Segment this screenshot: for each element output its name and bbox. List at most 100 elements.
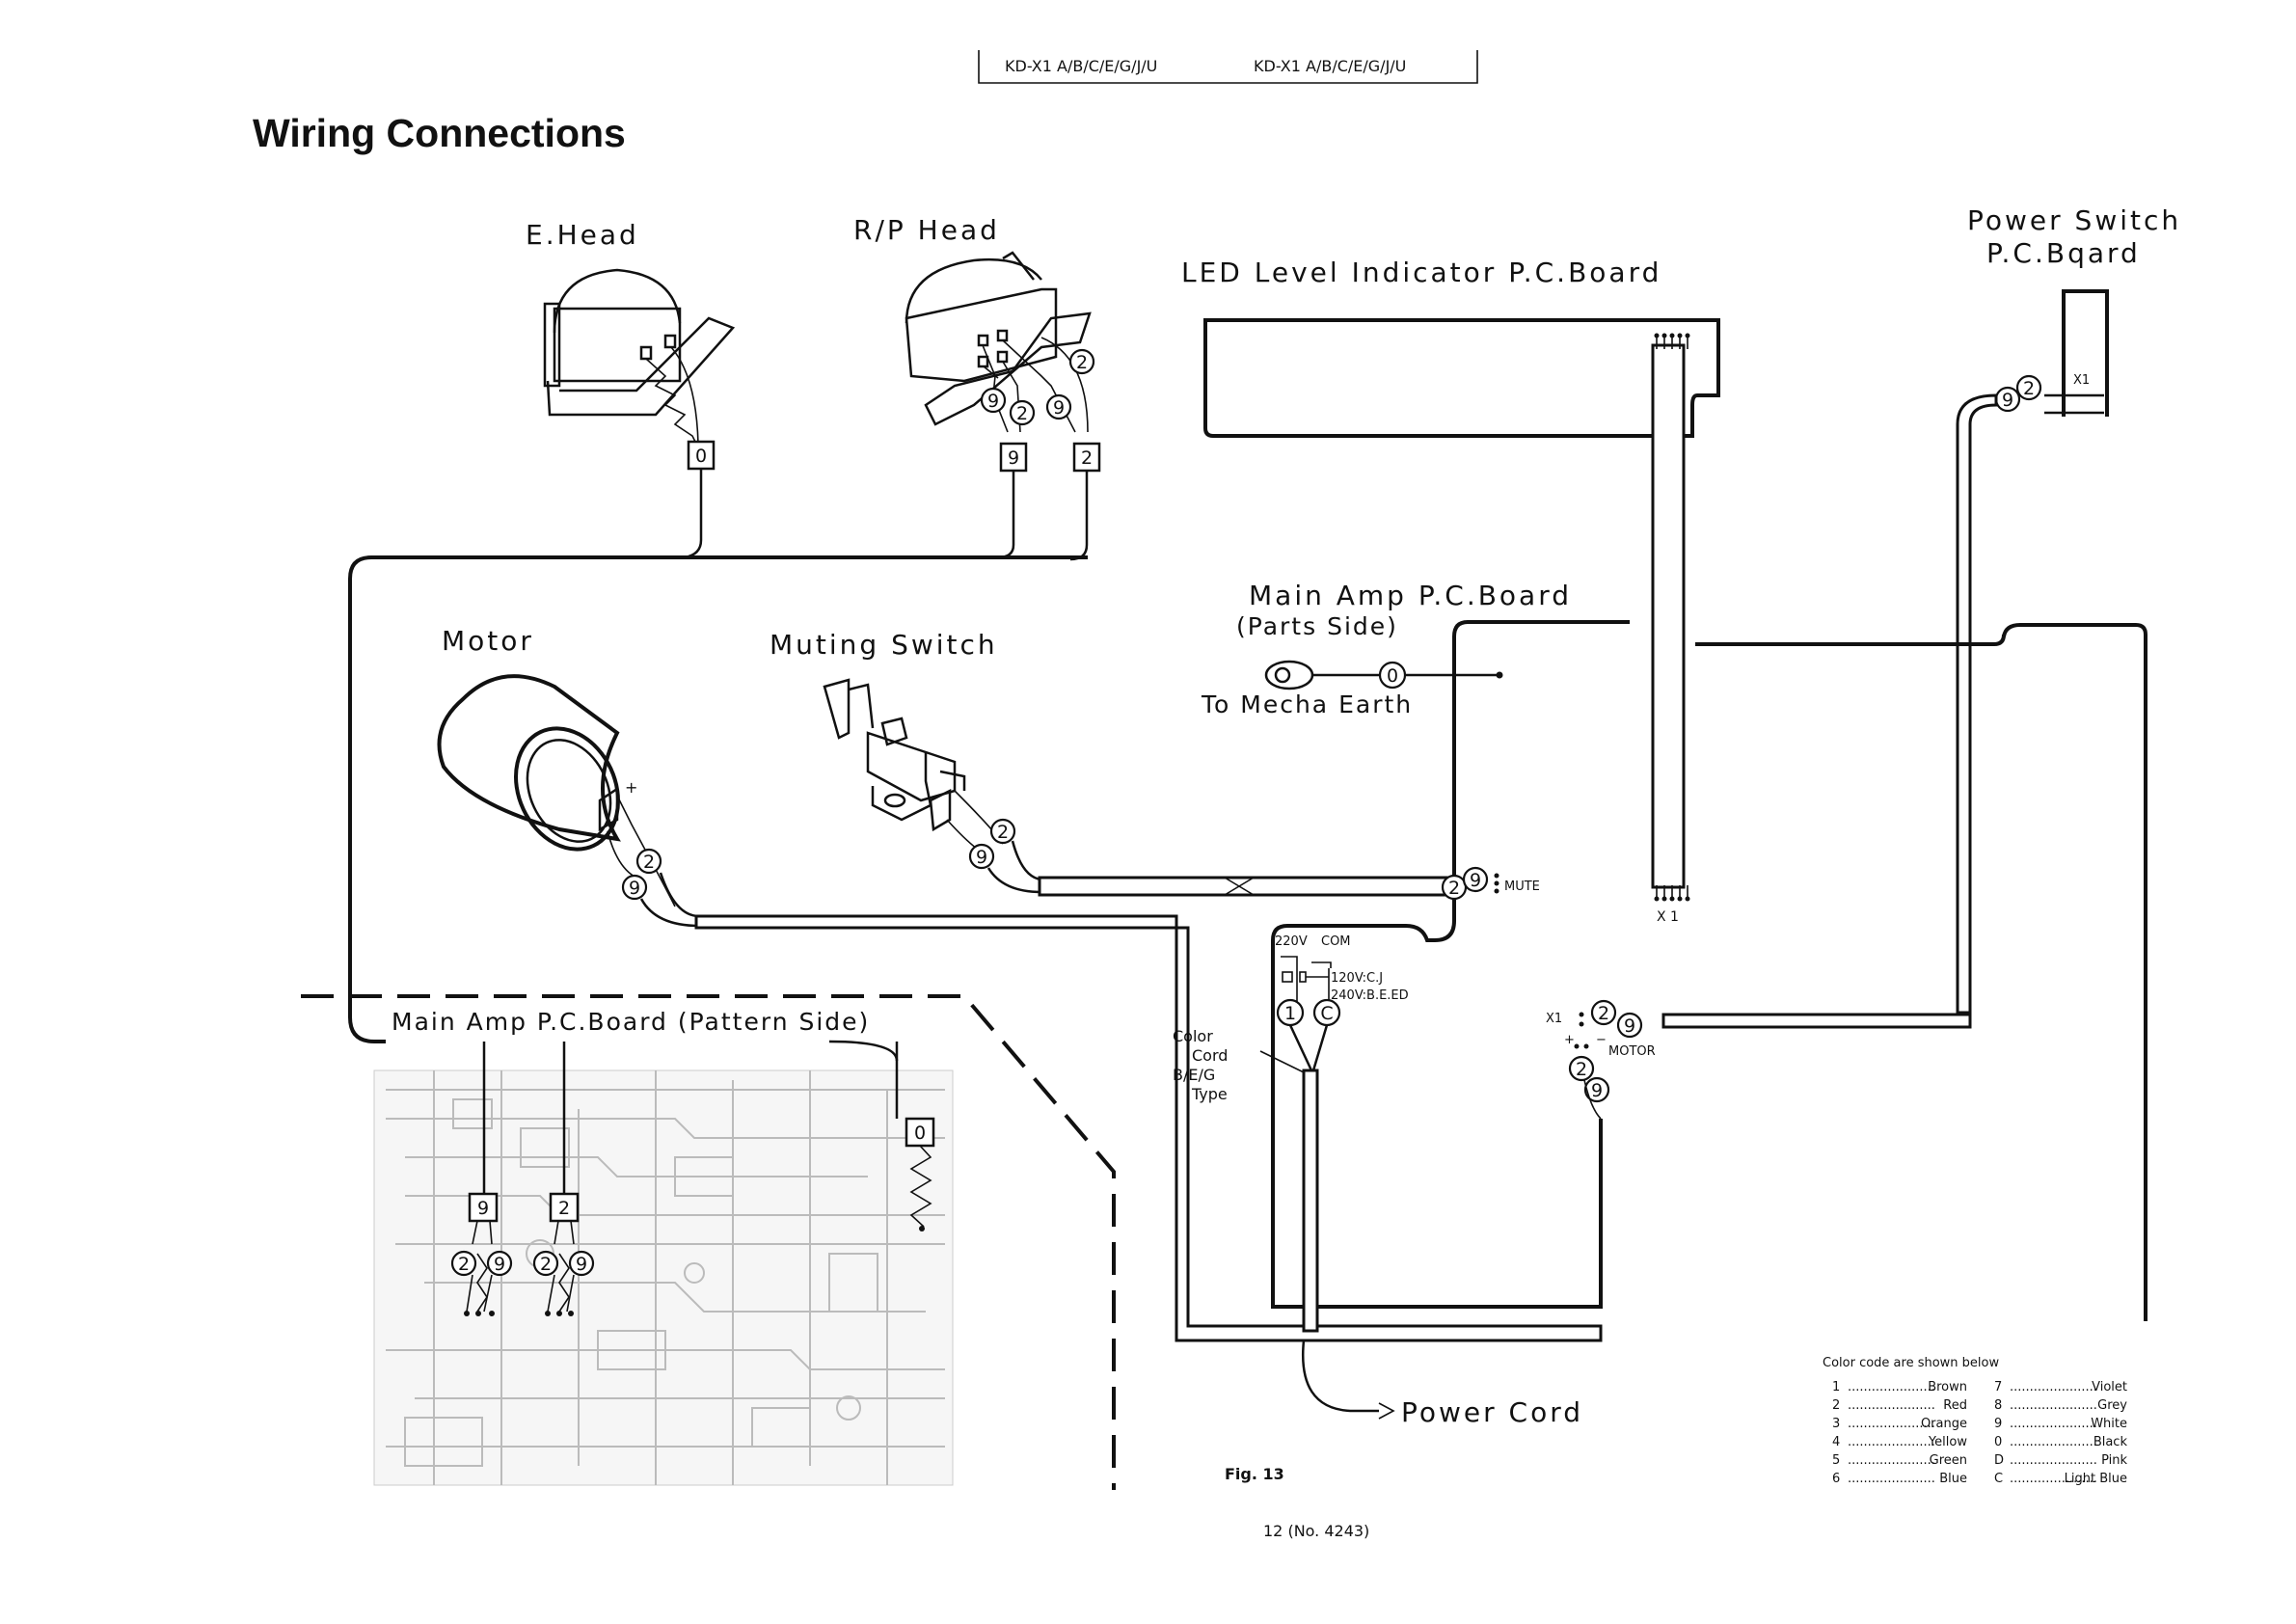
color-cord-label-4: Type	[1191, 1085, 1228, 1103]
main-amp-pattern-label: Main Amp P.C.Board (Pattern Side)	[392, 1008, 870, 1036]
svg-text:2: 2	[540, 1254, 552, 1275]
mecha-earth-lug: 0	[1264, 660, 1503, 690]
led-level-indicator-board: X 1	[1203, 318, 1720, 925]
led-x1-label: X 1	[1657, 909, 1679, 925]
motor-tag-label: MOTOR	[1608, 1044, 1656, 1059]
color-code-color-name: Light Blue	[2065, 1472, 2127, 1486]
color-cord-label-3: B/E/G	[1173, 1066, 1215, 1084]
svg-text:2: 2	[1076, 352, 1088, 373]
x1-left-label: X1	[1546, 1012, 1562, 1026]
svg-text:0: 0	[914, 1123, 926, 1144]
com-label: COM	[1321, 934, 1351, 949]
color-code-number: 0	[1994, 1435, 2002, 1449]
svg-text:9: 9	[477, 1198, 489, 1219]
x1-minus-label: −	[1596, 1033, 1607, 1047]
svg-text:2: 2	[1081, 447, 1093, 469]
color-code-dots: ......................	[2010, 1417, 2097, 1431]
svg-text:9: 9	[494, 1254, 505, 1275]
motor-wire-code-2: 2	[643, 852, 655, 873]
page-number: 12 (No. 4243)	[1263, 1522, 1369, 1540]
pattern-board-traces	[373, 1069, 954, 1486]
mute-label: MUTE	[1504, 880, 1540, 894]
svg-text:C: C	[1320, 1003, 1333, 1024]
svg-text:9: 9	[1624, 1015, 1635, 1037]
mute-wire-code-2: 2	[997, 822, 1009, 843]
svg-text:2: 2	[2023, 378, 2035, 399]
wire-tag-e-head-0: 0	[687, 440, 716, 471]
color-code-dots: ......................	[1848, 1380, 1935, 1394]
led-board-label: LED Level Indicator P.C.Board	[1181, 257, 1661, 288]
color-code-color-name: Black	[2093, 1435, 2128, 1449]
color-code-color-name: Brown	[1928, 1380, 1967, 1394]
figure-label: Fig. 13	[1225, 1465, 1284, 1483]
color-code-number: C	[1994, 1472, 2003, 1486]
motor-connector: X1 2 9 + − MOTOR 2 9	[1546, 999, 1656, 1120]
color-code-dots: ......................	[1848, 1417, 1935, 1431]
color-code-number: 9	[1994, 1417, 2002, 1431]
color-code-number: 4	[1832, 1435, 1840, 1449]
color-code-number: D	[1994, 1453, 2004, 1468]
mute-connector: 2 9 MUTE	[1441, 866, 1540, 901]
svg-text:9: 9	[2002, 390, 2013, 411]
color-code-dots: ......................	[2010, 1453, 2097, 1468]
x1-plus-label: +	[1564, 1033, 1575, 1047]
svg-text:2: 2	[558, 1198, 570, 1219]
svg-text:1: 1	[1284, 1003, 1296, 1024]
main-amp-parts-board	[1271, 620, 2147, 1321]
e-head	[543, 268, 736, 445]
rp-head-label: R/P Head	[853, 214, 1000, 246]
harness-loop	[348, 555, 1088, 1043]
color-code-legend: Color code are shown below 1............…	[1823, 1356, 2127, 1486]
v220-label: 220V	[1275, 934, 1308, 949]
model-header: KD-X1 A/B/C/E/G/J/U KD-X1 A/B/C/E/G/J/U	[978, 50, 1478, 84]
color-code-dots: ......................	[1848, 1435, 1935, 1449]
page-title: Wiring Connections	[253, 111, 626, 155]
color-code-number: 6	[1832, 1472, 1840, 1486]
pattern-board-outline	[301, 994, 1116, 1490]
color-code-heading: Color code are shown below	[1823, 1356, 1999, 1370]
pattern-board-connectors: 9 2 0 2 9 2 9	[450, 1040, 935, 1316]
power-cord	[1301, 1340, 1379, 1413]
color-cord-label-2: Cord	[1192, 1046, 1228, 1065]
motor-label: Motor	[442, 625, 534, 657]
motor-minus-label: −	[584, 825, 597, 843]
svg-text:2: 2	[1576, 1059, 1587, 1080]
svg-text:2: 2	[1448, 878, 1460, 899]
mute-wire-code-9: 9	[976, 847, 987, 868]
power-switch-board-label: P.C.Bqard	[1986, 237, 2141, 269]
power-switch-board: X1 2 9	[1661, 289, 2109, 1029]
color-code-number: 5	[1832, 1453, 1840, 1468]
svg-text:2: 2	[458, 1254, 470, 1275]
svg-text:2: 2	[1598, 1003, 1609, 1024]
muting-switch-label: Muting Switch	[770, 629, 998, 661]
color-code-left-column: 1......................Brown2...........…	[1832, 1380, 1967, 1486]
color-code-dots: ......................	[2010, 1380, 2097, 1394]
model-label-left: KD-X1 A/B/C/E/G/J/U	[1005, 57, 1157, 75]
model-label-right: KD-X1 A/B/C/E/G/J/U	[1254, 57, 1406, 75]
color-code-color-name: Red	[1943, 1398, 1967, 1413]
color-cord-label-1: Color	[1173, 1027, 1213, 1045]
svg-text:0: 0	[695, 446, 707, 467]
svg-text:9: 9	[1470, 870, 1481, 891]
svg-text:9: 9	[1053, 397, 1065, 419]
svg-text:9: 9	[987, 391, 999, 412]
color-code-number: 1	[1832, 1380, 1840, 1394]
main-amp-parts-label: Main Amp P.C.Board	[1249, 580, 1572, 611]
rp-head-wire-codes: 2 9 2 9 9 2	[980, 348, 1101, 473]
main-amp-parts-side-label: (Parts Side)	[1236, 612, 1398, 640]
voltage-selector: 220V COM 120V:C.J 240V:B.E.ED 1 C	[1259, 934, 1409, 1333]
color-code-number: 3	[1832, 1417, 1840, 1431]
color-code-dots: ......................	[1848, 1453, 1935, 1468]
color-code-color-name: White	[2091, 1417, 2127, 1431]
power-cord-label: Power Cord	[1401, 1396, 1583, 1428]
motor-wire-code-9: 9	[629, 878, 640, 899]
color-code-color-name: Yellow	[1928, 1435, 1967, 1449]
color-code-number: 7	[1994, 1380, 2002, 1394]
color-code-dots: ......................	[1848, 1472, 1935, 1486]
color-code-color-name: Green	[1930, 1453, 1967, 1468]
motor: + −	[437, 674, 676, 907]
color-code-number: 8	[1994, 1398, 2002, 1413]
color-code-color-name: Violet	[2092, 1380, 2127, 1394]
svg-text:9: 9	[1008, 447, 1019, 469]
